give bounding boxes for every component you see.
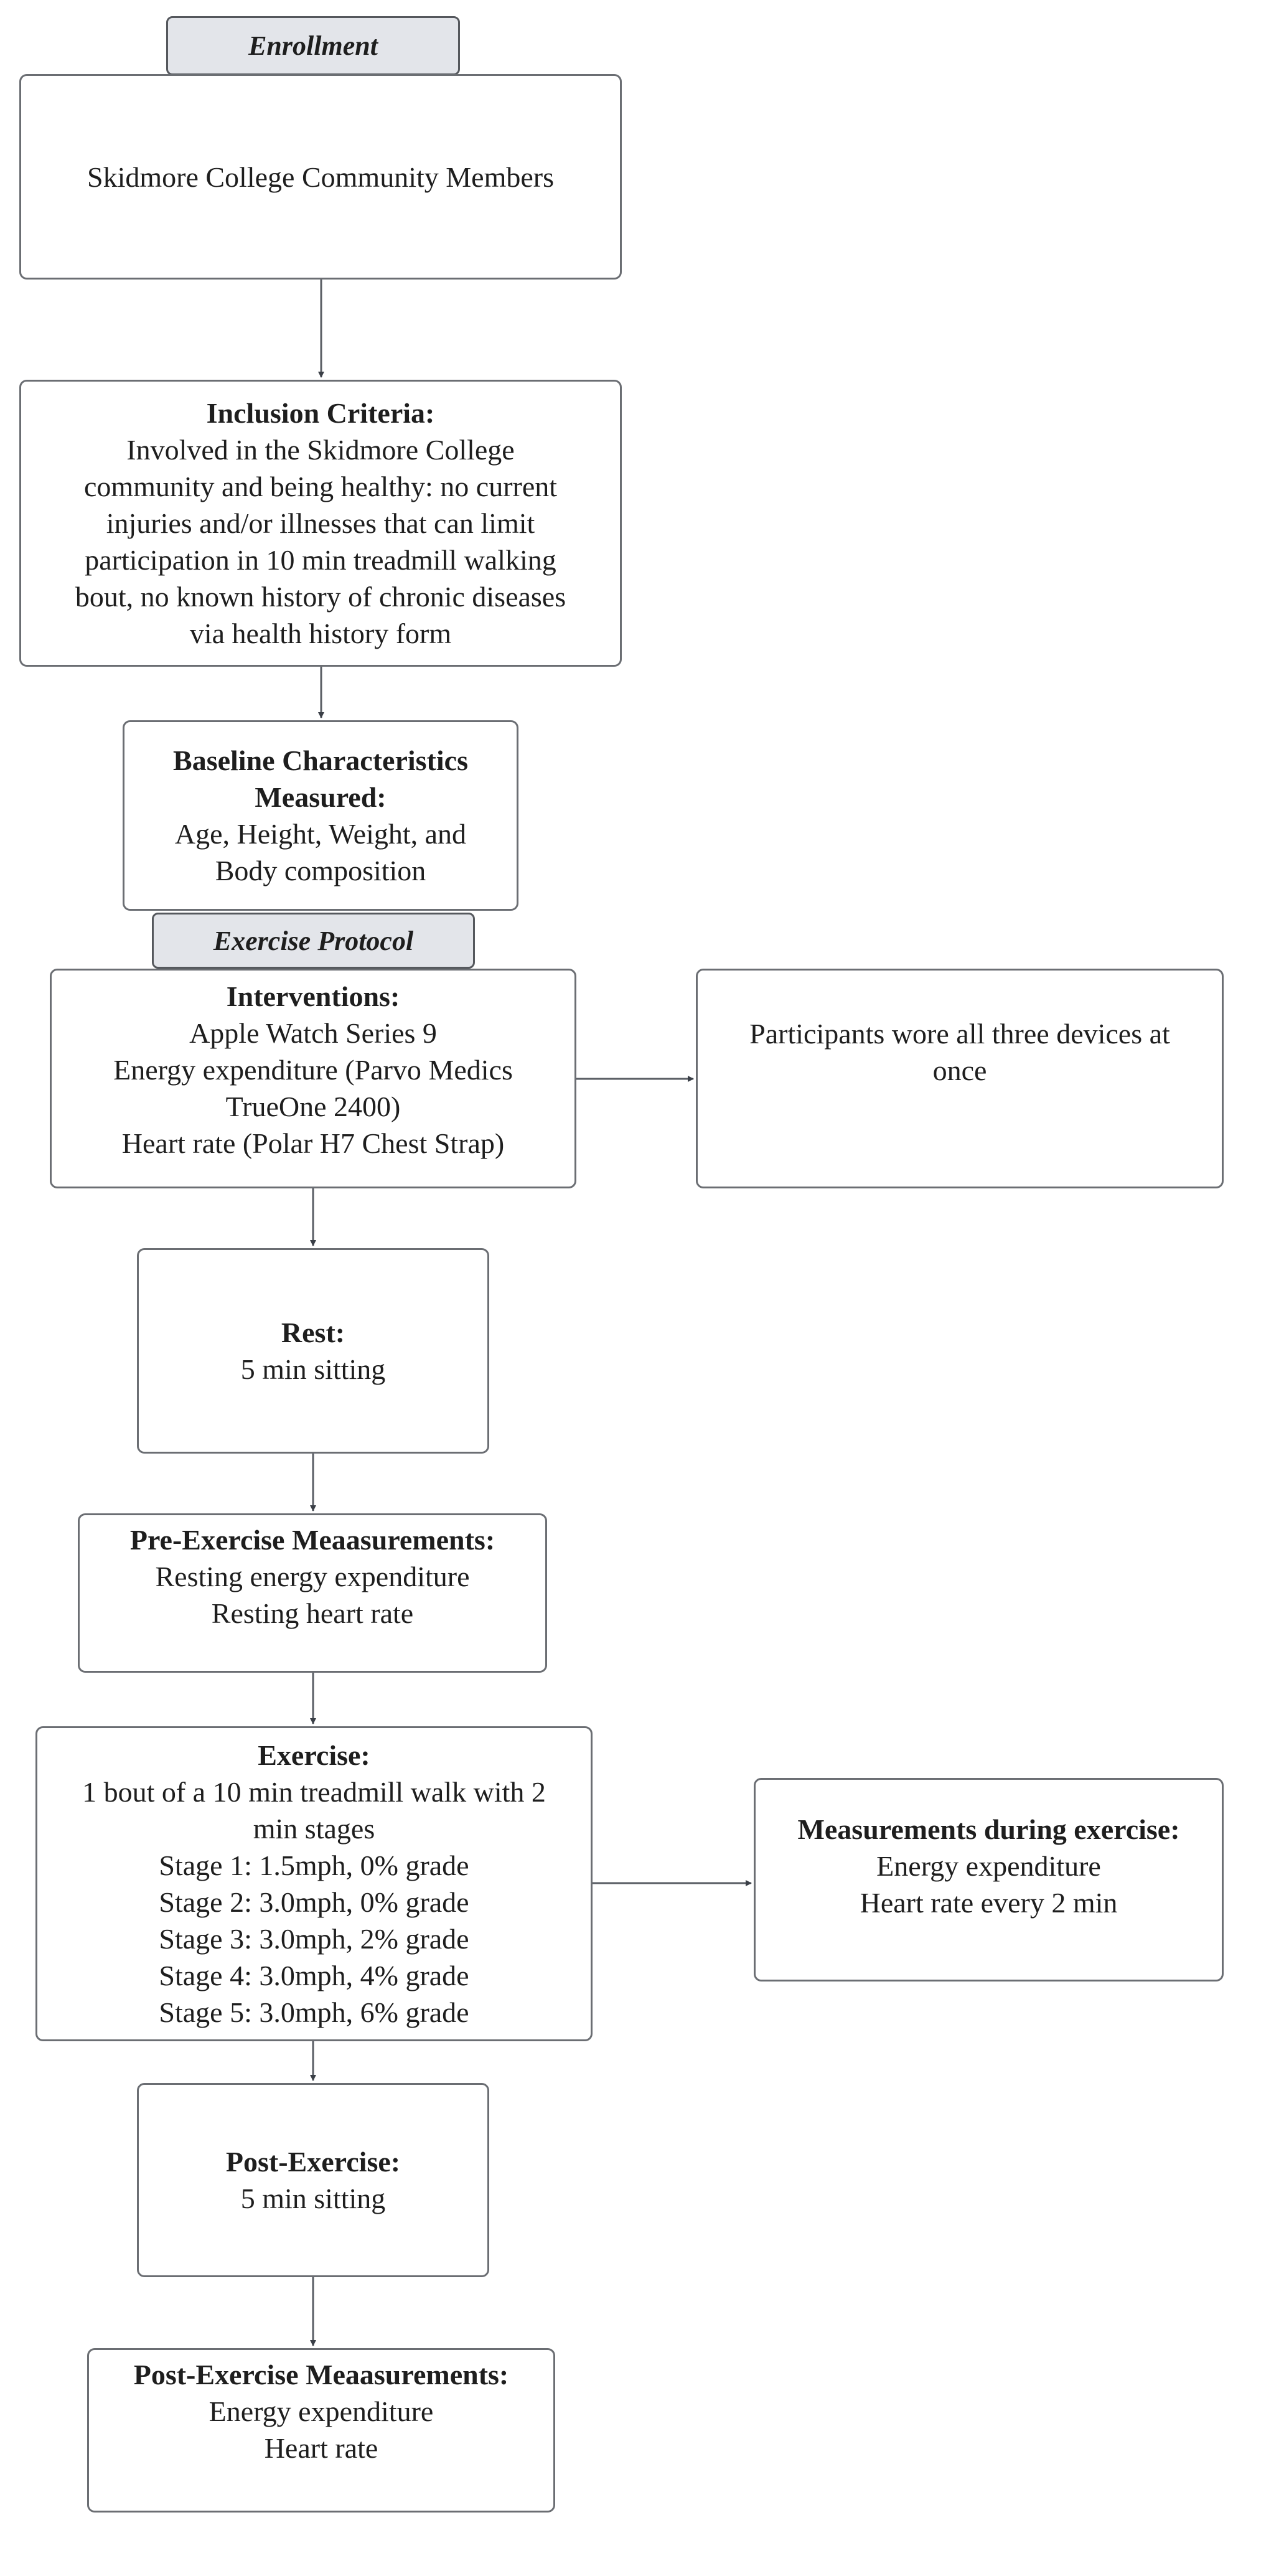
inclusion-line: Involved in the Skidmore College [126,434,515,466]
exercise-stage: Stage 1: 1.5mph, 0% grade [159,1850,469,1881]
inclusion-line: bout, no known history of chronic diseas… [75,581,566,613]
baseline-title: Measured: [255,781,387,813]
section-label-exercise-protocol: Exercise Protocol [152,913,475,969]
rest-title: Rest: [281,1317,345,1348]
rest-box: Rest: 5 min sitting [137,1248,489,1454]
during-exercise-line: Energy expenditure [876,1850,1101,1882]
exercise-box: Exercise: 1 bout of a 10 min treadmill w… [35,1726,593,2041]
exercise-stage: Stage 4: 3.0mph, 4% grade [159,1960,469,1991]
population-box: Skidmore College Community Members [19,74,622,280]
exercise-title: Exercise: [258,1739,370,1771]
interventions-title: Interventions: [226,980,400,1012]
devices-note-line: once [932,1055,987,1086]
exercise-stage: Stage 2: 3.0mph, 0% grade [159,1886,469,1918]
pre-exercise-box: Pre-Exercise Meaasurements: Resting ener… [78,1513,547,1673]
during-exercise-box: Measurements during exercise: Energy exp… [754,1778,1224,1981]
devices-note-box: Participants wore all three devices at o… [696,969,1224,1188]
post-exercise-box: Post-Exercise: 5 min sitting [137,2083,489,2277]
interventions-line: TrueOne 2400) [225,1091,401,1122]
interventions-box: Interventions: Apple Watch Series 9 Ener… [50,969,576,1188]
post-measurements-line: Heart rate [264,2432,378,2464]
inclusion-criteria-box: Inclusion Criteria: Involved in the Skid… [19,380,622,667]
during-exercise-title: Measurements during exercise: [797,1813,1180,1845]
inclusion-line: injuries and/or illnesses that can limit [106,507,535,539]
inclusion-line: participation in 10 min treadmill walkin… [85,544,556,576]
pre-exercise-line: Resting energy expenditure [155,1561,470,1592]
section-label-enrollment: Enrollment [166,16,460,75]
baseline-title: Baseline Characteristics [173,745,468,776]
interventions-line: Energy expenditure (Parvo Medics [113,1054,513,1086]
pre-exercise-line: Resting heart rate [211,1597,414,1629]
pre-exercise-title: Pre-Exercise Meaasurements: [129,1524,495,1556]
interventions-line: Heart rate (Polar H7 Chest Strap) [121,1127,505,1159]
baseline-line: Age, Height, Weight, and [174,818,467,850]
inclusion-title: Inclusion Criteria: [206,397,435,429]
post-measurements-title: Post-Exercise Meaasurements: [133,2359,509,2390]
baseline-box: Baseline Characteristics Measured: Age, … [123,720,518,911]
population-text: Skidmore College Community Members [87,161,554,193]
rest-line: 5 min sitting [240,1353,386,1385]
inclusion-line: community and being healthy: no current [83,471,558,502]
exercise-line: min stages [253,1813,375,1845]
exercise-line: 1 bout of a 10 min treadmill walk with 2 [82,1776,546,1808]
post-exercise-title: Post-Exercise: [225,2146,401,2178]
exercise-stage: Stage 3: 3.0mph, 2% grade [159,1923,469,1955]
post-measurements-box: Post-Exercise Meaasurements: Energy expe… [87,2348,555,2513]
exercise-stage: Stage 5: 3.0mph, 6% grade [159,1996,469,2028]
post-exercise-line: 5 min sitting [240,2183,386,2214]
post-measurements-line: Energy expenditure [209,2395,434,2427]
devices-note-line: Participants wore all three devices at [749,1018,1170,1050]
during-exercise-line: Heart rate every 2 min [860,1887,1118,1919]
baseline-line: Body composition [215,855,426,886]
inclusion-line: via health history form [189,618,452,649]
interventions-line: Apple Watch Series 9 [189,1017,437,1049]
